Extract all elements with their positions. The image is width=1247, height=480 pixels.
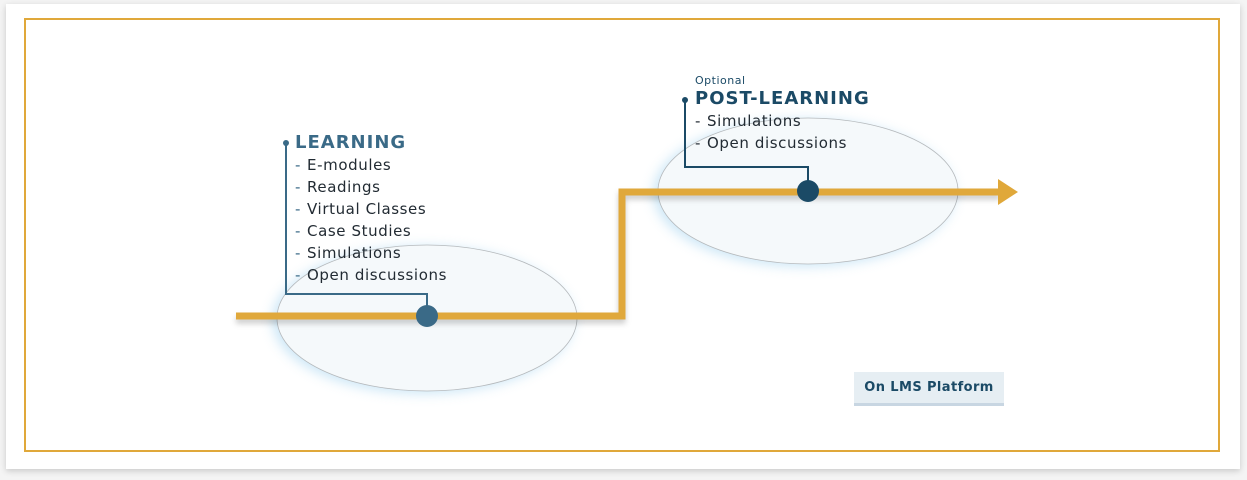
list-item-text: Case Studies: [307, 222, 412, 240]
diagram-frame: [24, 18, 1220, 452]
list-item-text: Open discussions: [707, 134, 848, 152]
post-learning-items-list: -Simulations-Open discussions: [695, 110, 870, 154]
bullet-dash: -: [295, 200, 302, 218]
learning-items-list: -E-modules-Readings-Virtual Classes-Case…: [295, 154, 447, 286]
list-item-text: Open discussions: [307, 266, 448, 284]
learning-label-group: LEARNING -E-modules-Readings-Virtual Cla…: [295, 132, 447, 286]
bullet-dash: -: [295, 178, 302, 196]
list-item-text: Virtual Classes: [307, 200, 427, 218]
list-item-text: Simulations: [707, 112, 802, 130]
optional-tag: Optional: [695, 74, 746, 87]
learning-milestone-node[interactable]: [416, 305, 438, 327]
post-learning-title: POST-LEARNING: [695, 88, 870, 109]
bullet-dash: -: [695, 134, 702, 152]
list-item: -Open discussions: [295, 264, 447, 286]
post-learning-milestone-node[interactable]: [797, 180, 819, 202]
list-item: -Simulations: [695, 110, 870, 132]
list-item: -Virtual Classes: [295, 198, 447, 220]
bullet-dash: -: [295, 266, 302, 284]
lms-platform-badge: On LMS Platform: [854, 372, 1004, 406]
arrow-head-icon: [998, 179, 1018, 205]
learning-connector-dot: [283, 140, 289, 146]
list-item-text: Readings: [307, 178, 381, 196]
post-learning-connector-line: [684, 100, 809, 190]
list-item-text: Simulations: [307, 244, 402, 262]
learning-title: LEARNING: [295, 132, 407, 153]
post-learning-connector-dot: [682, 97, 688, 103]
list-item: -Open discussions: [695, 132, 870, 154]
bullet-dash: -: [695, 112, 702, 130]
list-item: -E-modules: [295, 154, 447, 176]
bullet-dash: -: [295, 244, 302, 262]
bullet-dash: -: [295, 156, 302, 174]
list-item: -Case Studies: [295, 220, 447, 242]
list-item-text: E-modules: [307, 156, 392, 174]
post-learning-label-group: Optional POST-LEARNING -Simulations-Open…: [695, 74, 870, 154]
lms-platform-label: On LMS Platform: [864, 380, 994, 395]
list-item: -Readings: [295, 176, 447, 198]
bullet-dash: -: [295, 222, 302, 240]
list-item: -Simulations: [295, 242, 447, 264]
